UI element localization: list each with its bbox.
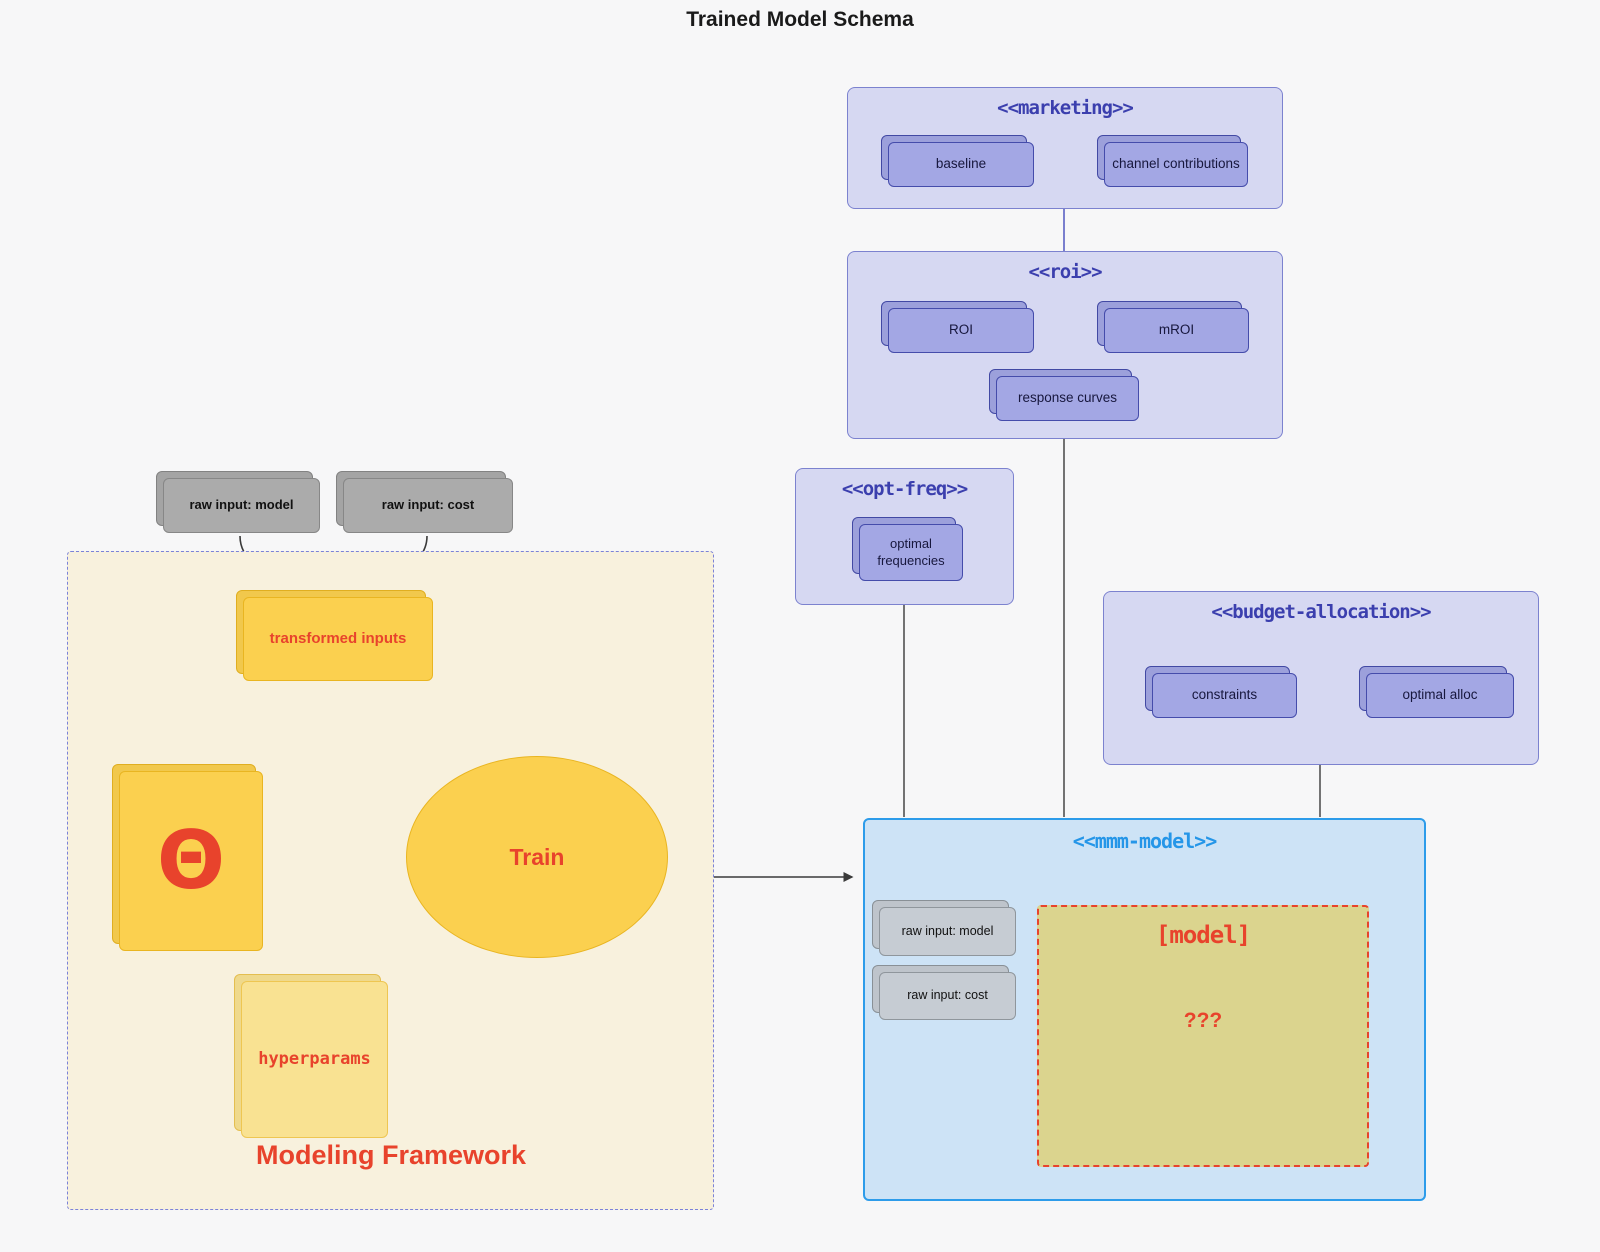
modeling-framework-container: transformed inputs Θ Train hyperparams M… xyxy=(67,551,714,1210)
channel-contributions-node: channel contributions xyxy=(1104,142,1248,187)
mmm-raw-input-cost-node: raw input: cost xyxy=(879,972,1016,1020)
baseline-node: baseline xyxy=(888,142,1034,187)
opt-freq-group: <<opt-freq>> optimal frequencies xyxy=(795,468,1014,605)
response-curves-node: response curves xyxy=(996,376,1139,421)
transformed-inputs-node: transformed inputs xyxy=(243,597,433,681)
model-placeholder-label: [model] xyxy=(1155,921,1251,949)
roi-node: ROI xyxy=(888,308,1034,353)
marketing-group: <<marketing>> baseline channel contribut… xyxy=(847,87,1283,209)
optimal-alloc-node: optimal alloc xyxy=(1366,673,1514,718)
marketing-group-title: <<marketing>> xyxy=(997,97,1134,119)
diagram-title: Trained Model Schema xyxy=(686,8,914,31)
mmm-raw-input-model-node: raw input: model xyxy=(879,907,1016,956)
mmm-model-group: <<mmm-model>> raw input: model raw input… xyxy=(863,818,1426,1201)
train-ellipse: Train xyxy=(406,756,668,958)
roi-group-title: <<roi>> xyxy=(1028,261,1102,283)
mmm-model-group-title: <<mmm-model>> xyxy=(1072,829,1218,853)
budget-allocation-group: <<budget-allocation>> constraints optima… xyxy=(1103,591,1539,765)
hyperparams-node: hyperparams xyxy=(241,981,388,1138)
budget-allocation-group-title: <<budget-allocation>> xyxy=(1211,601,1431,623)
roi-group: <<roi>> ROI mROI response curves xyxy=(847,251,1283,439)
opt-freq-group-title: <<opt-freq>> xyxy=(841,478,968,500)
raw-input-model-node: raw input: model xyxy=(163,478,320,533)
model-placeholder-question: ??? xyxy=(1183,1009,1223,1032)
model-placeholder-box: [model] ??? xyxy=(1037,905,1369,1167)
framework-label: Modeling Framework xyxy=(255,1140,527,1170)
constraints-node: constraints xyxy=(1152,673,1297,718)
mroi-node: mROI xyxy=(1104,308,1249,353)
theta-node: Θ xyxy=(119,771,263,951)
raw-input-cost-node: raw input: cost xyxy=(343,478,513,533)
optimal-frequencies-node: optimal frequencies xyxy=(859,524,963,581)
